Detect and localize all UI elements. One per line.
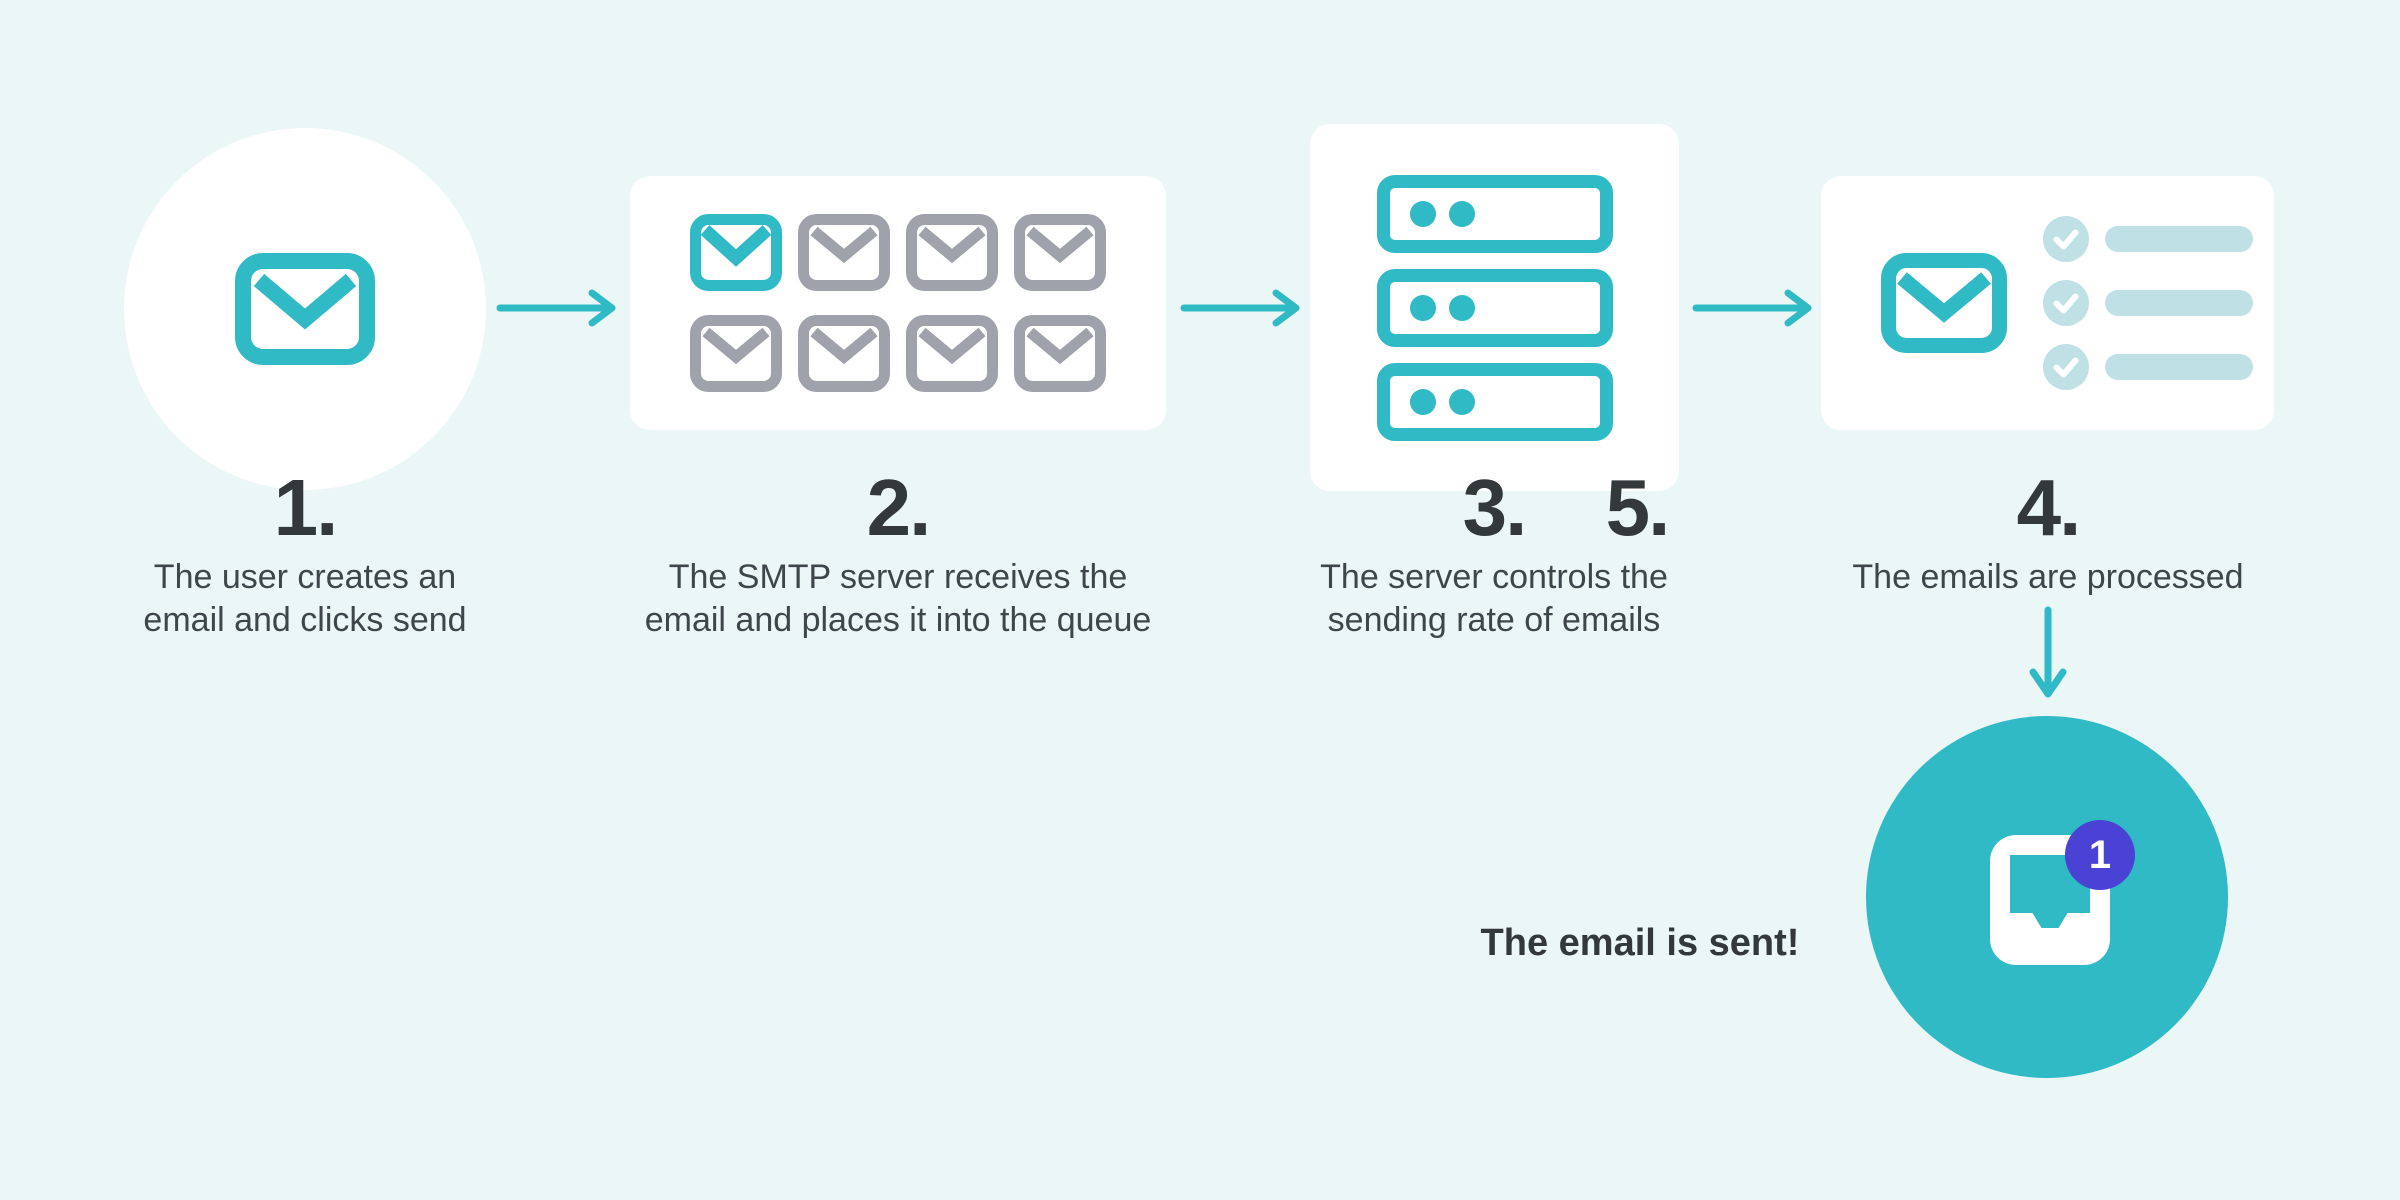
step-number: 3. bbox=[1462, 463, 1528, 552]
queued-envelope-icon bbox=[798, 214, 890, 291]
caption-line: The server controls the bbox=[1320, 558, 1668, 596]
caption-line: email and clicks send bbox=[143, 601, 467, 639]
step-number: 1. bbox=[273, 463, 339, 552]
step-number: 4. bbox=[2016, 463, 2082, 552]
queued-envelope-icon bbox=[798, 315, 890, 392]
checklist-row bbox=[2043, 280, 2253, 326]
server-led-dot bbox=[1448, 388, 1475, 415]
arrow-right-icon bbox=[496, 289, 616, 327]
caption-line: The emails are processed bbox=[1852, 558, 2244, 596]
processed-checklist bbox=[2043, 216, 2253, 390]
step-caption: The user creates an email and clicks sen… bbox=[143, 556, 466, 642]
envelope-queue-grid bbox=[630, 176, 1166, 430]
caption-line: The user creates an bbox=[153, 558, 457, 596]
checkmark-icon bbox=[2043, 280, 2089, 326]
text-placeholder-bar bbox=[2105, 354, 2253, 380]
checkmark-icon bbox=[2043, 216, 2089, 262]
queued-envelope-icon-active bbox=[690, 214, 782, 291]
envelope-icon bbox=[1881, 253, 2007, 353]
step5-sent-circle: 1 bbox=[1866, 716, 2228, 1078]
queued-envelope-icon bbox=[690, 315, 782, 392]
checklist-row bbox=[2043, 216, 2253, 262]
arrow-right-icon bbox=[1692, 289, 1812, 327]
caption-line: sending rate of emails bbox=[1327, 601, 1661, 639]
notification-badge: 1 bbox=[2065, 820, 2135, 890]
server-led-dot bbox=[1409, 200, 1436, 227]
step-number: 2. bbox=[866, 463, 932, 552]
step-caption: The server controls the sending rate of … bbox=[1320, 556, 1668, 642]
server-rack-icon bbox=[1376, 174, 1613, 253]
step4-processed-panel bbox=[1821, 176, 2274, 430]
step-caption: The email is sent! bbox=[1480, 922, 1800, 964]
queued-envelope-icon bbox=[906, 315, 998, 392]
text-placeholder-bar bbox=[2105, 290, 2253, 316]
checkmark-icon bbox=[2043, 344, 2089, 390]
server-rack-icon bbox=[1376, 362, 1613, 441]
queued-envelope-icon bbox=[906, 214, 998, 291]
step1-user-circle bbox=[124, 128, 486, 490]
server-led-dot bbox=[1409, 388, 1436, 415]
arrow-down-icon bbox=[2029, 606, 2067, 698]
arrow-right-icon bbox=[1180, 289, 1300, 327]
server-led-dot bbox=[1409, 294, 1436, 321]
queued-envelope-icon bbox=[1014, 315, 1106, 392]
queued-envelope-icon bbox=[1014, 214, 1106, 291]
checklist-row bbox=[2043, 344, 2253, 390]
caption-line: email and places it into the queue bbox=[644, 601, 1152, 639]
envelope-icon bbox=[235, 253, 375, 365]
step-number: 5. bbox=[1605, 463, 1671, 552]
step-caption: The SMTP server receives the email and p… bbox=[645, 556, 1152, 642]
text-placeholder-bar bbox=[2105, 226, 2253, 252]
server-led-dot bbox=[1448, 294, 1475, 321]
server-rack-icon bbox=[1376, 268, 1613, 347]
server-led-dot bbox=[1448, 200, 1475, 227]
step2-queue-panel bbox=[630, 176, 1166, 430]
step3-server-panel bbox=[1310, 124, 1679, 491]
step-caption: The emails are processed bbox=[1852, 556, 2243, 599]
caption-line: The SMTP server receives the bbox=[668, 558, 1128, 596]
